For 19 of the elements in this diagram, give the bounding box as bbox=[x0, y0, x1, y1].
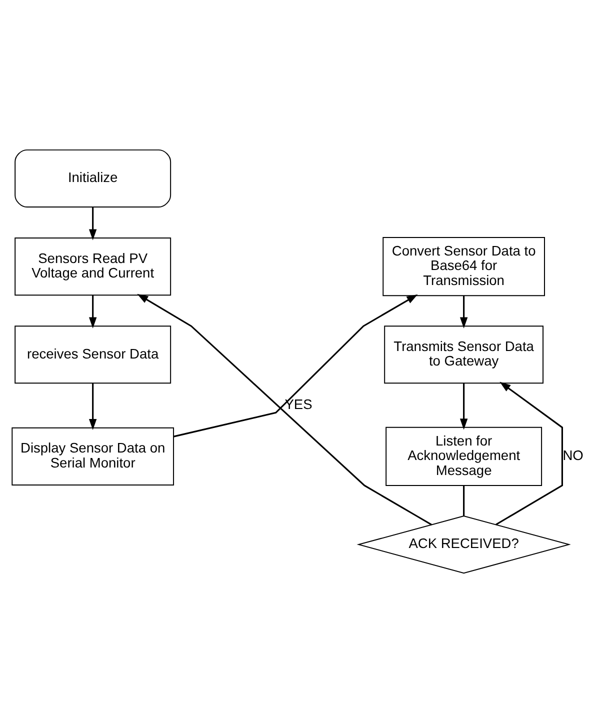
arrow bbox=[88, 206, 97, 240]
node-box: Listen for Acknowledgement Message bbox=[386, 426, 542, 486]
arrow bbox=[88, 294, 97, 328]
arrow bbox=[496, 381, 563, 525]
arrow bbox=[173, 294, 418, 437]
node-diamond: ACK RECEIVED? bbox=[356, 514, 571, 574]
edge-label: YES bbox=[284, 396, 312, 412]
node-box: Initialize bbox=[14, 148, 172, 207]
node-box: Transmits Sensor Data to Gateway bbox=[384, 325, 544, 384]
connector bbox=[463, 485, 465, 516]
arrow bbox=[460, 382, 468, 430]
node-box: receives Sensor Data bbox=[14, 325, 172, 384]
node-box: Convert Sensor Data to Base64 for Transmission bbox=[382, 236, 545, 296]
arrow bbox=[88, 382, 97, 430]
arrow bbox=[460, 295, 468, 328]
edge-label: NO bbox=[562, 448, 584, 463]
node-box: Sensors Read PV Voltage and Current bbox=[14, 237, 172, 296]
node-box: Display Sensor Data on Serial Monitor bbox=[12, 426, 174, 485]
arrow bbox=[137, 293, 432, 525]
